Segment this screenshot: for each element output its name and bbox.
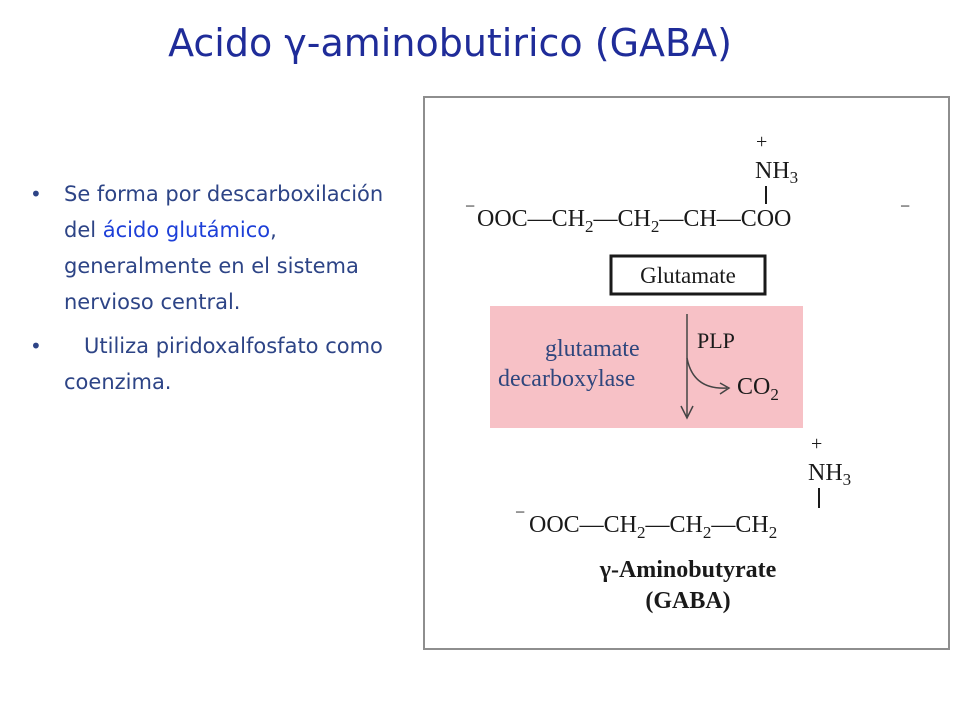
bullet-text-part: Se forma por descarboxilación del — [64, 182, 384, 242]
co2-release-arrow — [686, 357, 728, 389]
gaba-structure: + NH3 − OOC—CH2—CH2—CH2 γ-Aminobutyrate … — [515, 433, 851, 614]
gaba-plus-charge: + — [811, 433, 822, 455]
glutamate-formula: OOC—CH2—CH2—CH—COO — [477, 206, 791, 236]
glutamate-label-box — [609, 254, 767, 296]
bullet-dot-icon: • — [30, 334, 42, 358]
slide-title: Acido γ-aminobutirico (GABA) — [168, 21, 732, 65]
glutamate-minus-right: − — [900, 196, 910, 216]
bullet-item-coenzyme: • Utiliza piridoxalfosfato como coenzima… — [28, 328, 388, 400]
enzyme-name-line2: decarboxylase — [498, 366, 635, 392]
gaba-amine: NH3 — [808, 460, 851, 489]
gaba-minus: − — [515, 502, 525, 522]
gaba-label-line2: (GABA) — [645, 588, 730, 614]
glutamate-plus-charge: + — [756, 131, 767, 153]
co2-product: CO2 — [737, 374, 779, 404]
enzyme-box — [490, 306, 803, 428]
bullet-dot-icon: • — [30, 182, 42, 206]
bullet-item-formation: • Se forma por descarboxilación del ácid… — [28, 176, 388, 320]
reaction-arrow-head — [680, 405, 694, 420]
enzyme-name-line1: glutamate — [545, 336, 640, 362]
gaba-formula: OOC—CH2—CH2—CH2 — [529, 512, 777, 542]
gaba-label-line1: γ-Aminobutyrate — [599, 557, 777, 583]
reaction-diagram: + NH3 − OOC—CH2—CH2—CH—COO − Glutamate g… — [465, 131, 910, 614]
glutamate-label: Glutamate — [640, 263, 736, 288]
bullet-text: Utiliza piridoxalfosfato como coenzima. — [64, 334, 390, 394]
co2-arrow-head — [719, 382, 731, 395]
glutamate-structure: + NH3 − OOC—CH2—CH2—CH—COO − — [465, 131, 910, 236]
bullet-highlight: ácido glutámico — [102, 218, 271, 242]
bullet-list: • Se forma por descarboxilación del ácid… — [28, 176, 388, 400]
glutamate-amine: NH3 — [755, 158, 798, 187]
reaction-figure: + NH3 − OOC—CH2—CH2—CH—COO − Glutamate g… — [423, 96, 950, 650]
bullet-text-part: , generalmente en el sistema nervioso ce… — [64, 218, 359, 314]
glutamate-minus-left: − — [465, 196, 475, 216]
cofactor-label: PLP — [697, 328, 735, 353]
